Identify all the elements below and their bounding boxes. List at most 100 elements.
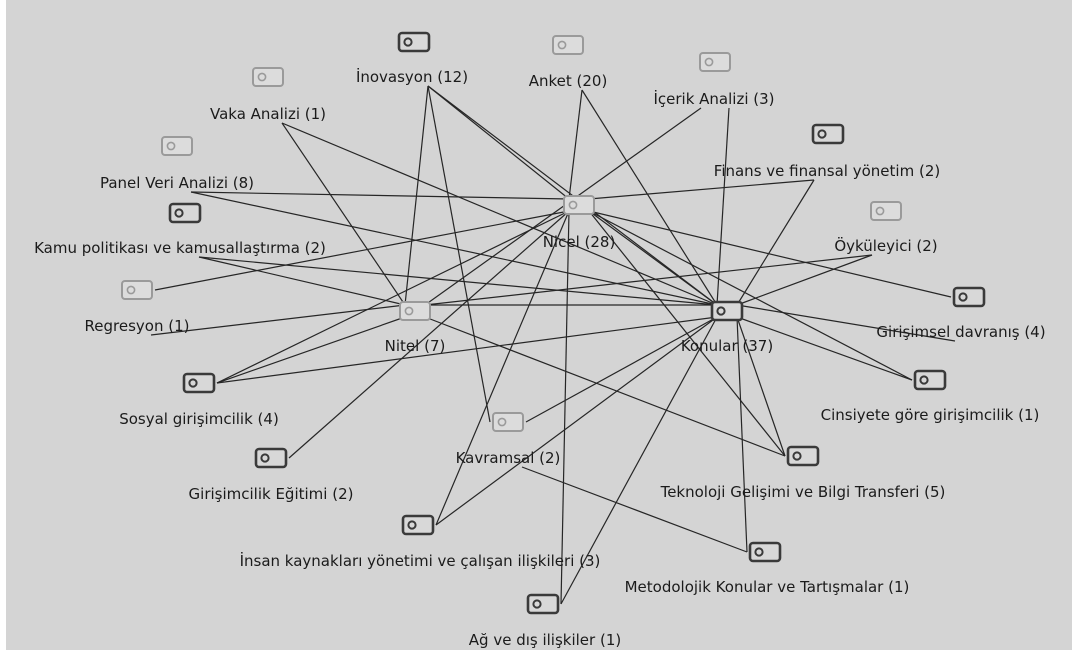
edges-layer <box>150 85 956 605</box>
node-label: İnovasyon (12) <box>356 67 468 86</box>
code-icon[interactable] <box>252 67 284 87</box>
node-label: Girişimsel davranış (4) <box>876 323 1045 341</box>
nodes-layer: İnovasyon (12) Anket (20) İçerik Analizi (… <box>34 31 1046 649</box>
node-nitel[interactable]: Nitel (7) <box>385 301 446 355</box>
node-oykuleyici[interactable]: Öyküleyici (2) <box>834 201 938 255</box>
node-nicel[interactable]: Nicel (28) <box>543 195 616 251</box>
edge-nicel-konular <box>588 210 718 306</box>
code-icon[interactable] <box>552 35 584 55</box>
code-icon[interactable] <box>182 372 216 394</box>
edge-icerik-konular <box>716 107 730 306</box>
code-icon[interactable] <box>397 31 431 53</box>
node-label: Finans ve finansal yönetim (2) <box>714 162 940 180</box>
node-label: Kavramsal (2) <box>456 449 561 467</box>
code-icon[interactable] <box>811 123 845 145</box>
code-network-graph: İnovasyon (12) Anket (20) İçerik Analizi (… <box>34 31 1046 649</box>
code-icon[interactable] <box>526 593 560 615</box>
edge-kamu-nitel <box>198 256 406 306</box>
code-icon[interactable] <box>699 52 731 72</box>
code-icon[interactable] <box>168 202 202 224</box>
edge-oykuleyici-nitel <box>424 254 873 306</box>
edge-nicel-ag <box>560 210 570 605</box>
node-label: Sosyal girişimcilik (4) <box>119 410 279 428</box>
code-icon[interactable] <box>399 301 431 321</box>
node-label: Vaka Analizi (1) <box>210 105 326 123</box>
edge-kavramsal-metodoloji <box>521 466 748 553</box>
edge-konular-girisimsel <box>736 304 956 342</box>
edge-regresyon-nitel <box>150 304 406 336</box>
node-icerik[interactable]: İçerik Analizi (3) <box>653 52 775 108</box>
edge-nitel-sosyal <box>216 316 406 384</box>
node-label: Kamu politikası ve kamusallaştırma (2) <box>34 239 326 257</box>
node-sosyal[interactable]: Sosyal girişimcilik (4) <box>119 372 279 428</box>
node-label: Öyküleyici (2) <box>834 236 937 255</box>
code-icon[interactable] <box>952 286 986 308</box>
edge-konular-cinsiyet <box>736 316 913 381</box>
node-label: Ağ ve dış ilişkiler (1) <box>469 631 621 649</box>
edge-anket-nicel <box>568 89 583 200</box>
edge-nitel-teknoloji <box>424 316 786 457</box>
edge-finans-nicel <box>588 179 815 200</box>
node-label: İnsan kaynakları yönetimi ve çalışan ili… <box>240 551 601 570</box>
code-icon[interactable] <box>563 195 595 215</box>
edge-regresyon-nicel <box>154 210 570 291</box>
node-label: Nitel (7) <box>385 337 446 355</box>
code-icon[interactable] <box>492 412 524 432</box>
code-icon[interactable] <box>870 201 902 221</box>
node-insan[interactable]: İnsan kaynakları yönetimi ve çalışan ili… <box>240 514 601 570</box>
code-icon[interactable] <box>786 445 820 467</box>
code-icon[interactable] <box>161 136 193 156</box>
edge-vaka-konular <box>281 122 718 306</box>
node-label: Cinsiyete göre girişimcilik (1) <box>821 406 1040 424</box>
node-label: Girişimcilik Eğitimi (2) <box>189 485 354 503</box>
edge-oykuleyici-konular <box>736 254 873 306</box>
code-icon[interactable] <box>748 541 782 563</box>
code-icon[interactable] <box>710 300 744 322</box>
node-label: Regresyon (1) <box>85 317 190 335</box>
node-kavramsal[interactable]: Kavramsal (2) <box>456 412 561 467</box>
edge-finans-konular <box>736 179 815 306</box>
node-label: Panel Veri Analizi (8) <box>100 174 254 192</box>
edge-nicel-girisimsel <box>588 210 952 298</box>
edge-konular-teknoloji <box>736 316 786 457</box>
code-icon[interactable] <box>913 369 947 391</box>
node-label: Teknoloji Gelişimi ve Bilgi Transferi (5… <box>660 483 946 501</box>
node-label: Nicel (28) <box>543 233 616 251</box>
node-girisimsel[interactable]: Girişimsel davranış (4) <box>876 286 1046 341</box>
edge-konular-sosyal <box>216 316 718 384</box>
node-regresyon[interactable]: Regresyon (1) <box>85 280 190 335</box>
node-kamu[interactable]: Kamu politikası ve kamusallaştırma (2) <box>34 202 326 257</box>
node-egitim[interactable]: Girişimcilik Eğitimi (2) <box>189 447 354 503</box>
node-inovasyon[interactable]: İnovasyon (12) <box>356 31 468 86</box>
code-icon[interactable] <box>121 280 153 300</box>
edge-konular-ag <box>560 316 718 605</box>
node-label: İçerik Analizi (3) <box>653 89 774 108</box>
code-icon[interactable] <box>254 447 288 469</box>
node-ag[interactable]: Ağ ve dış ilişkiler (1) <box>469 593 621 649</box>
node-label: Metodolojik Konular ve Tartışmalar (1) <box>625 578 910 596</box>
edge-panel-konular <box>190 191 718 306</box>
edge-nicel-insan <box>435 210 570 526</box>
edge-konular-kavramsal <box>525 316 718 423</box>
node-label: Konular (37) <box>681 337 773 355</box>
edge-vaka-nitel <box>281 122 406 306</box>
edge-panel-nicel <box>190 191 570 200</box>
node-anket[interactable]: Anket (20) <box>529 35 608 90</box>
node-finans[interactable]: Finans ve finansal yönetim (2) <box>714 123 940 180</box>
node-panel[interactable]: Panel Veri Analizi (8) <box>100 136 254 192</box>
node-cinsiyet[interactable]: Cinsiyete göre girişimcilik (1) <box>821 369 1040 424</box>
node-metodoloji[interactable]: Metodolojik Konular ve Tartışmalar (1) <box>625 541 910 596</box>
edge-nicel-sosyal <box>216 210 570 384</box>
edge-konular-insan <box>435 316 718 526</box>
edge-konular-metodoloji <box>736 316 748 553</box>
node-vaka[interactable]: Vaka Analizi (1) <box>210 67 326 123</box>
edge-inovasyon-nitel <box>404 85 429 306</box>
node-konular[interactable]: Konular (37) <box>681 300 773 355</box>
network-canvas: İnovasyon (12) Anket (20) İçerik Analizi (… <box>6 0 1072 650</box>
edge-nicel-egitim <box>288 210 570 459</box>
code-icon[interactable] <box>401 514 435 536</box>
edge-inovasyon-nicel <box>427 85 570 200</box>
edge-nicel-cinsiyet <box>588 210 913 381</box>
edge-anket-konular <box>581 89 718 306</box>
node-teknoloji[interactable]: Teknoloji Gelişimi ve Bilgi Transferi (5… <box>660 445 946 501</box>
